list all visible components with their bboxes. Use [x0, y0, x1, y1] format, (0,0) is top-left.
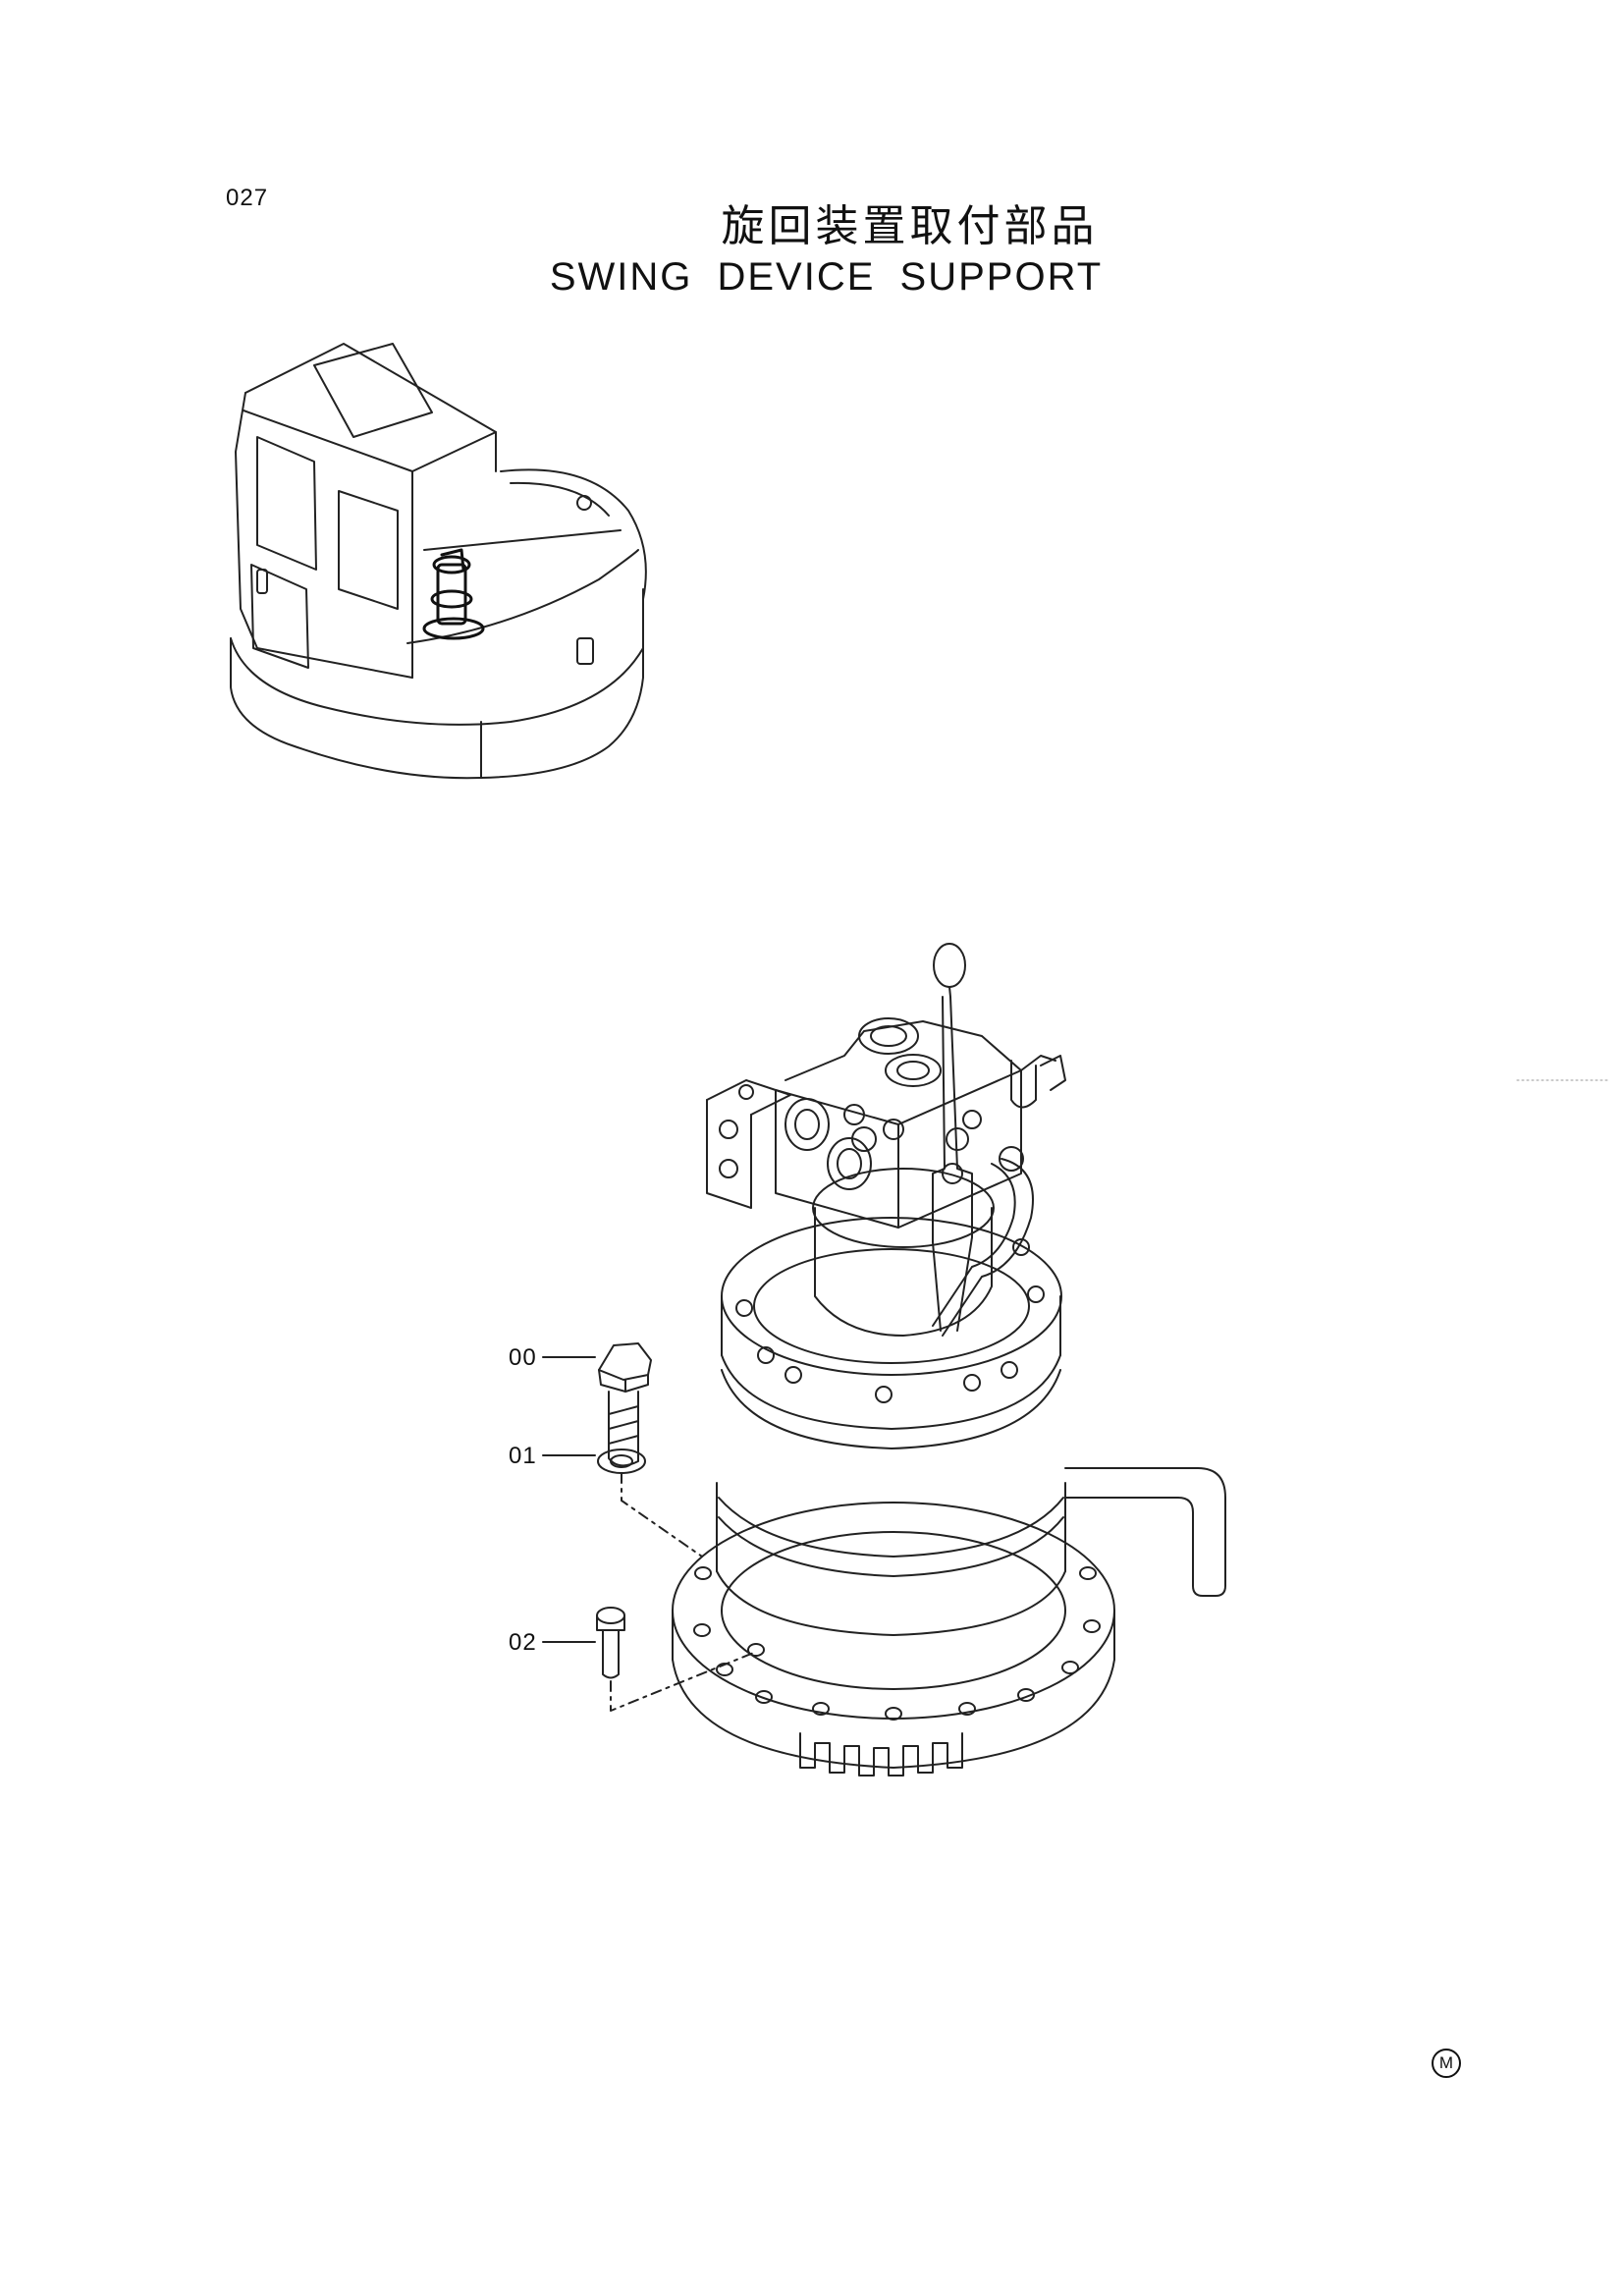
corner-mark: M: [1432, 2049, 1461, 2078]
swing-device-assembly: [672, 943, 1226, 1777]
bolt-part: [598, 1342, 652, 1467]
title-japanese: 旋回装置取付部品: [721, 201, 1099, 251]
callout-02: 02: [509, 1629, 537, 1656]
pin-part: [596, 1607, 625, 1679]
assembly-dashed-lines: [610, 1472, 757, 1712]
page-number: 027: [226, 185, 269, 211]
callout-01: 01: [509, 1443, 537, 1469]
leader-lines: [542, 1356, 596, 1643]
title-block: 旋回装置取付部品 SWING DEVICE SUPPORT: [0, 201, 1623, 301]
excavator-overview-illustration: [230, 343, 647, 780]
callout-00: 00: [509, 1344, 537, 1371]
title-english: SWING DEVICE SUPPORT: [549, 255, 1104, 299]
